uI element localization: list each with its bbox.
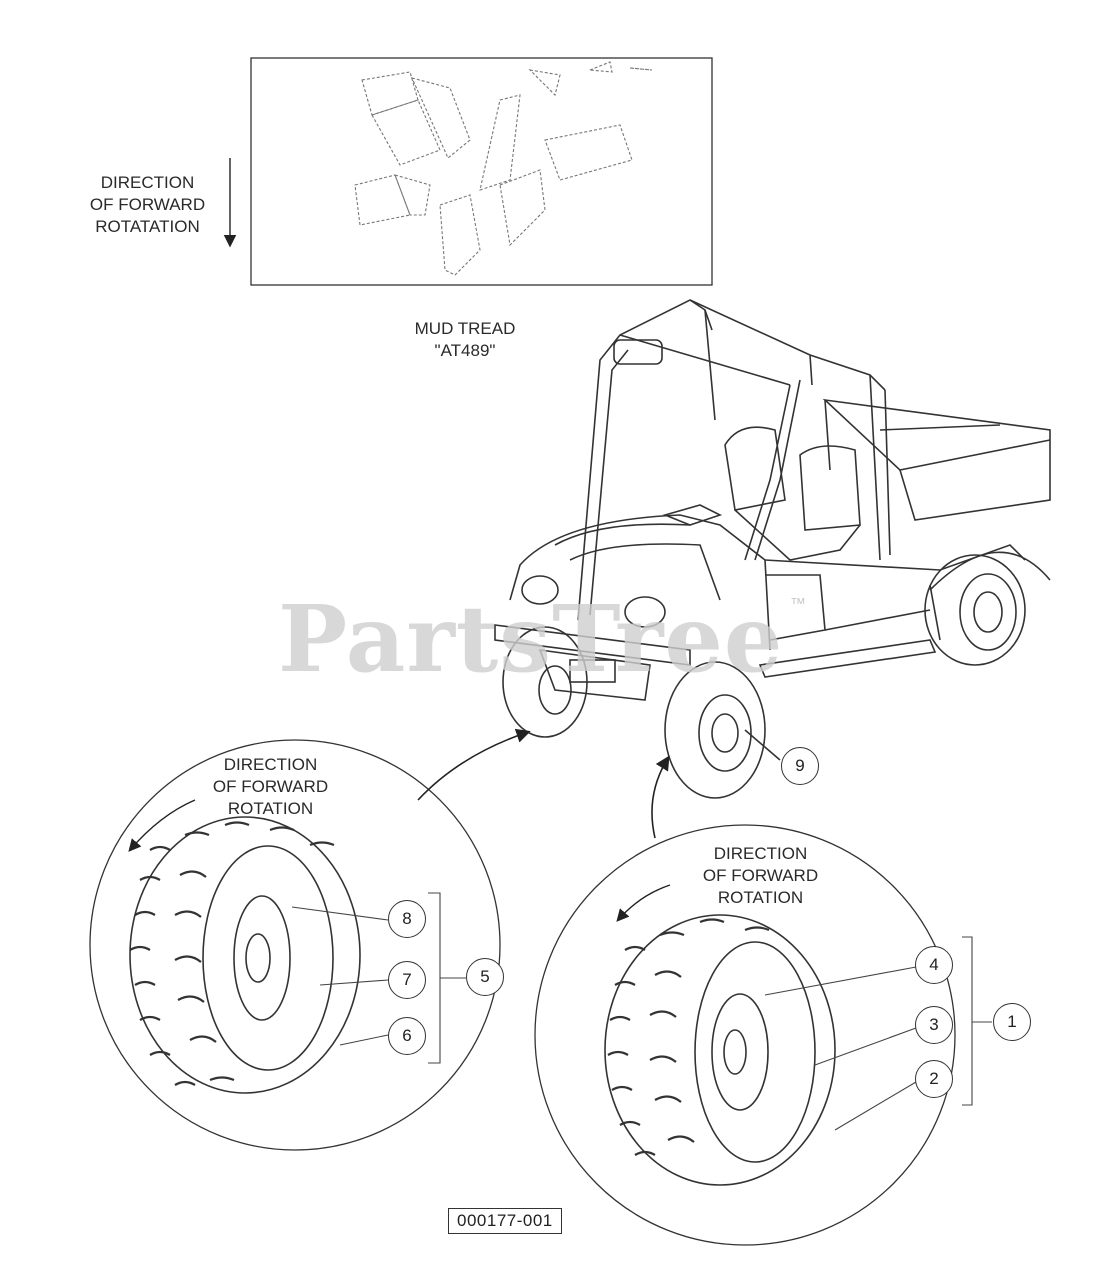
callout-7[interactable]: 7	[388, 961, 426, 999]
right-direction-label: DIRECTION OF FORWARD ROTATION	[702, 844, 819, 907]
callout-5[interactable]: 5	[466, 958, 504, 996]
diagram-reference-number: 000177-001	[448, 1208, 562, 1234]
watermark: PartsTree	[278, 585, 784, 693]
callout-4[interactable]: 4	[915, 946, 953, 984]
callout-9[interactable]: 9	[781, 747, 819, 785]
utility-vehicle	[494, 299, 1051, 799]
left-wheel-detail	[89, 739, 501, 1151]
callout-1[interactable]: 1	[993, 1003, 1031, 1041]
callout-6[interactable]: 6	[388, 1017, 426, 1055]
left-direction-label: DIRECTION OF FORWARD ROTATION	[212, 755, 329, 818]
mud-tread-label: MUD TREAD "AT489"	[414, 319, 516, 360]
callout-2[interactable]: 2	[915, 1060, 953, 1098]
tread-pattern-panel	[250, 57, 713, 286]
callout-8[interactable]: 8	[388, 900, 426, 938]
tread-direction-label: DIRECTION OF FORWARD ROTATATION	[89, 173, 206, 236]
watermark-trademark: ™	[790, 596, 806, 613]
right-wheel-detail	[534, 824, 956, 1246]
callout-3[interactable]: 3	[915, 1006, 953, 1044]
